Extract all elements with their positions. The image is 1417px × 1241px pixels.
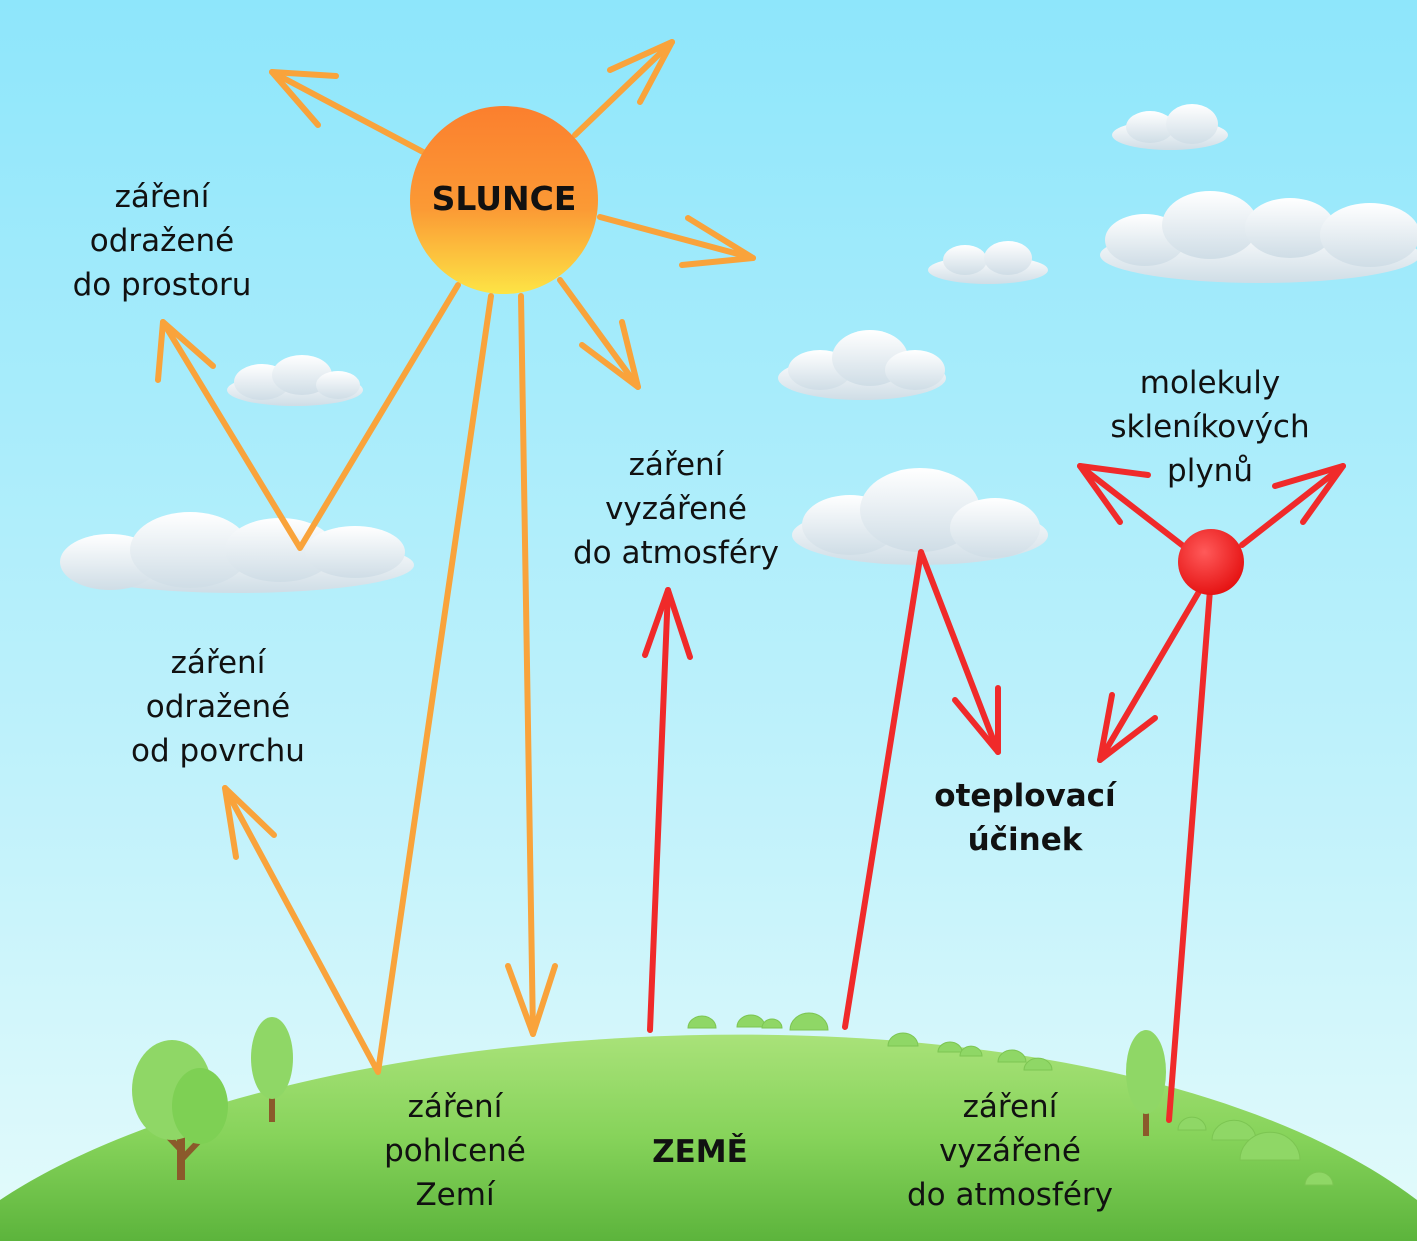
label-line: účinek	[967, 822, 1083, 858]
solar-rays	[155, 39, 756, 1075]
cloud-top-right-small	[1112, 104, 1228, 150]
label-line: záření	[628, 447, 724, 483]
cloud-right-large	[1100, 191, 1417, 283]
ray-absorbed-by-earth	[505, 293, 558, 1037]
ray-reflected-from-surface	[222, 293, 494, 1075]
cloud-center-small	[928, 241, 1048, 284]
cloud-left-small	[227, 355, 363, 406]
greenhouse-gas-molecule	[1178, 529, 1244, 595]
earth-label: ZEMĚ	[652, 1134, 748, 1170]
sun-ray-upper-right-arrow	[572, 39, 675, 138]
label-greenhouse-molecules: molekuly skleníkových plynů	[1080, 361, 1340, 493]
label-line: vyzářené	[939, 1133, 1081, 1169]
label-reflected-to-space: záření odražené do prostoru	[42, 175, 282, 307]
label-line: záření	[962, 1089, 1058, 1125]
cloud-center-medium	[778, 330, 946, 400]
label-line: odražené	[145, 689, 291, 725]
infrared-rays	[642, 463, 1346, 1123]
label-line: skleníkových	[1110, 409, 1310, 445]
molecule-emission-right-arrow	[1239, 463, 1346, 548]
label-reflected-from-surface: záření odražené od povrchu	[98, 641, 338, 773]
label-line: plynů	[1167, 453, 1253, 489]
label-line: do atmosféry	[906, 1177, 1114, 1213]
sun-ray-lower-right-arrow	[557, 277, 641, 390]
label-line: do prostoru	[72, 267, 252, 303]
infrared-reflected-by-cloud-arrow	[842, 549, 1001, 1030]
cloud-mid-right	[792, 468, 1048, 565]
label-line: do atmosféry	[572, 535, 780, 571]
label-line: Zemí	[415, 1177, 495, 1213]
tree-left-large	[132, 1040, 228, 1180]
tree-right	[1126, 1030, 1166, 1136]
sun-ray-upper-left-arrow	[269, 69, 428, 156]
bushes	[687, 1012, 1334, 1186]
molecule-emission-down-arrow	[1097, 587, 1203, 763]
label-line: odražené	[89, 223, 235, 259]
ray-reflected-by-cloud	[155, 282, 461, 551]
label-absorbed-by-earth: záření pohlcené Zemí	[340, 1085, 570, 1217]
label-line: molekuly	[1139, 365, 1281, 401]
infrared-to-molecule-line	[1166, 587, 1213, 1123]
label-line: vyzářené	[605, 491, 747, 527]
label-line: od povrchu	[131, 733, 305, 769]
label-emitted-to-atmosphere-mid: záření vyzářené do atmosféry	[546, 443, 806, 575]
label-line: záření	[407, 1089, 503, 1125]
sun-ray-right-arrow	[597, 214, 756, 268]
sun-label: SLUNCE	[431, 179, 577, 218]
tree-left-small	[251, 1017, 293, 1122]
label-warming-effect: oteplovací účinek	[915, 774, 1135, 862]
label-line: pohlcené	[384, 1133, 526, 1169]
label-emitted-to-atmosphere-bottom: záření vyzářené do atmosféry	[880, 1085, 1140, 1217]
label-line: oteplovací	[934, 778, 1116, 814]
label-line: záření	[114, 179, 210, 215]
cloud-left-large	[60, 512, 414, 593]
earth-ground	[0, 1034, 1417, 1241]
label-line: záření	[170, 645, 266, 681]
sun	[410, 106, 598, 294]
molecule-emission-left-arrow	[1077, 463, 1185, 548]
infrared-emitted-arrow	[642, 587, 693, 1033]
